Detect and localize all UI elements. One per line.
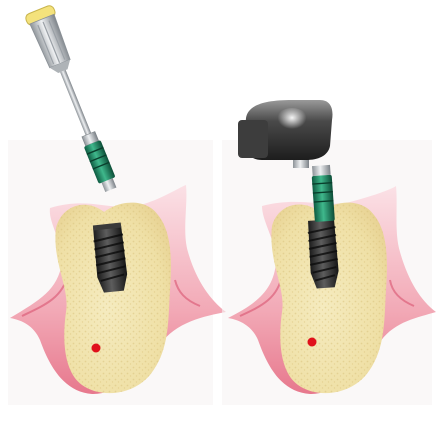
panel-manual-insertion [8, 4, 226, 405]
bone-marker-dot [308, 338, 317, 347]
panel-ratchet-insertion [222, 100, 436, 405]
bone-marker-dot [92, 344, 101, 353]
torque-ratchet-icon [238, 100, 333, 160]
